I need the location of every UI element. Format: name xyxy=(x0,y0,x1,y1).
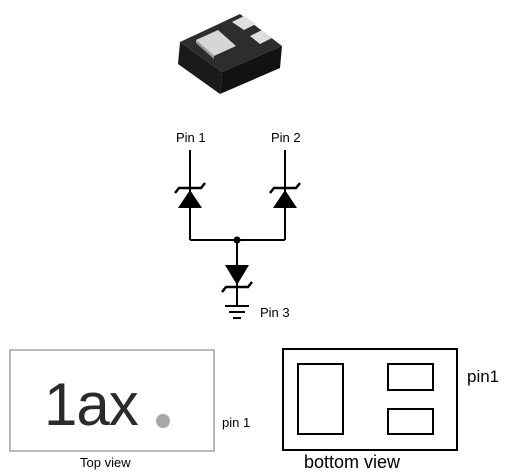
pin3-label: Pin 3 xyxy=(260,305,290,320)
top-view-pin-label: pin 1 xyxy=(222,415,251,430)
ground-icon xyxy=(225,305,249,319)
pin1-dot-marker xyxy=(156,414,170,428)
bottom-view-box xyxy=(282,348,458,451)
large-pad xyxy=(297,363,344,435)
zener-diode-icon xyxy=(174,182,206,208)
package-image xyxy=(170,2,290,96)
small-pad-top xyxy=(387,363,434,391)
pin1-label: Pin 1 xyxy=(176,130,206,145)
bottom-view-pin-label: pin1 xyxy=(467,367,500,386)
sot-package-3d-icon xyxy=(178,14,282,94)
top-view-box: 1ax xyxy=(9,349,215,452)
small-pad-bottom xyxy=(387,408,434,435)
zener-diode-icon xyxy=(269,182,301,208)
schematic-svg xyxy=(174,150,301,319)
zener-diode-icon xyxy=(221,265,253,293)
marking-text: 1ax xyxy=(44,371,139,438)
pin2-label: Pin 2 xyxy=(271,130,301,145)
schematic-diagram xyxy=(150,120,350,330)
top-view-caption: Top view xyxy=(80,455,131,470)
bottom-view-caption: bottom view xyxy=(304,452,401,472)
